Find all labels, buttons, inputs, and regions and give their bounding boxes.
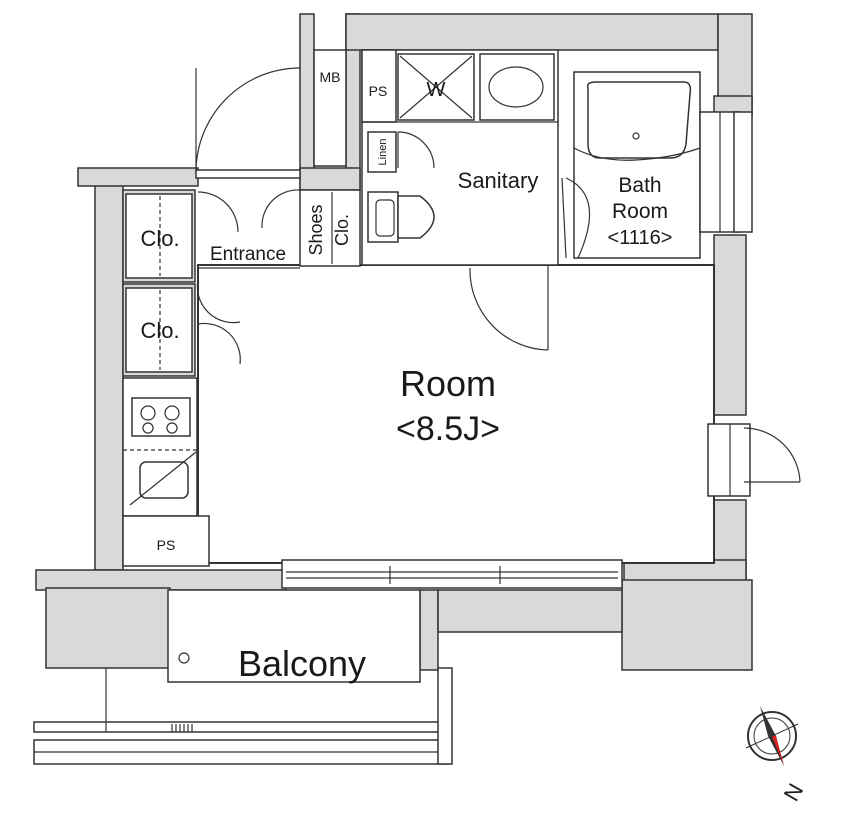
outer-walls bbox=[35, 13, 753, 671]
side-door bbox=[707, 423, 801, 497]
compass bbox=[745, 706, 799, 766]
bath-room bbox=[561, 71, 753, 259]
label-room: Room bbox=[400, 363, 496, 404]
label-ps-bottom: PS bbox=[157, 537, 176, 553]
sanitary-block bbox=[361, 49, 559, 351]
main-room bbox=[197, 264, 715, 564]
label-balcony: Balcony bbox=[238, 643, 366, 684]
label-ps-top: PS bbox=[369, 83, 388, 99]
label-mb: MB bbox=[320, 69, 341, 85]
label-bath-line2: Room bbox=[612, 200, 668, 223]
entrance-area bbox=[122, 67, 361, 377]
balcony-window bbox=[281, 559, 623, 589]
compass-north-needle bbox=[772, 736, 784, 766]
label-bath-line1: Bath bbox=[618, 174, 661, 197]
kitchen bbox=[122, 377, 210, 567]
label-compass-n: N bbox=[779, 779, 809, 805]
label-clo-lower: Clo. bbox=[140, 318, 179, 343]
label-w: W bbox=[427, 79, 446, 101]
label-bath-size: <1116> bbox=[608, 227, 673, 249]
label-clo-upper: Clo. bbox=[140, 226, 179, 251]
label-sanitary: Sanitary bbox=[458, 168, 539, 193]
balcony bbox=[33, 589, 453, 765]
label-shoes-line2: Clo. bbox=[332, 214, 352, 246]
label-linen: Linen bbox=[377, 139, 389, 166]
label-entrance: Entrance bbox=[210, 244, 286, 265]
label-shoes-line1: Shoes bbox=[306, 204, 326, 255]
label-room-size: <8.5J> bbox=[396, 410, 500, 448]
mb-shaft bbox=[313, 49, 347, 167]
